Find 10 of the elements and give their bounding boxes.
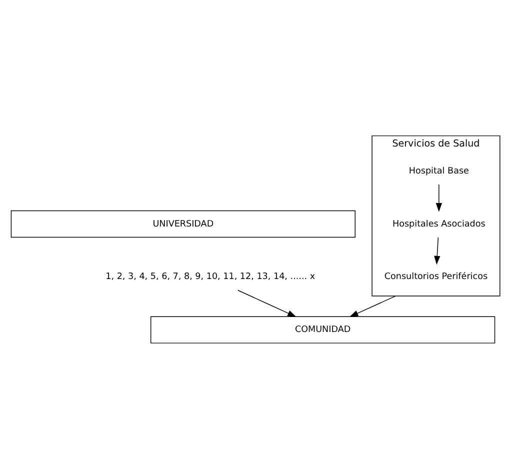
arrow	[434, 237, 440, 265]
arrow	[349, 296, 396, 318]
arrow	[436, 184, 442, 212]
node-text: Consultorios Periféricos	[384, 272, 488, 282]
node-box: UNIVERSIDAD	[10, 210, 356, 238]
node-box: COMUNIDAD	[150, 316, 496, 344]
node-text: Hospitales Asociados	[392, 219, 486, 230]
arrow	[238, 290, 296, 318]
node-text: Hospital Base	[408, 166, 469, 176]
node-text: 1, 2, 3, 4, 5, 6, 7, 8, 9, 10, 11, 12, 13, 14, ...... x	[106, 272, 316, 282]
